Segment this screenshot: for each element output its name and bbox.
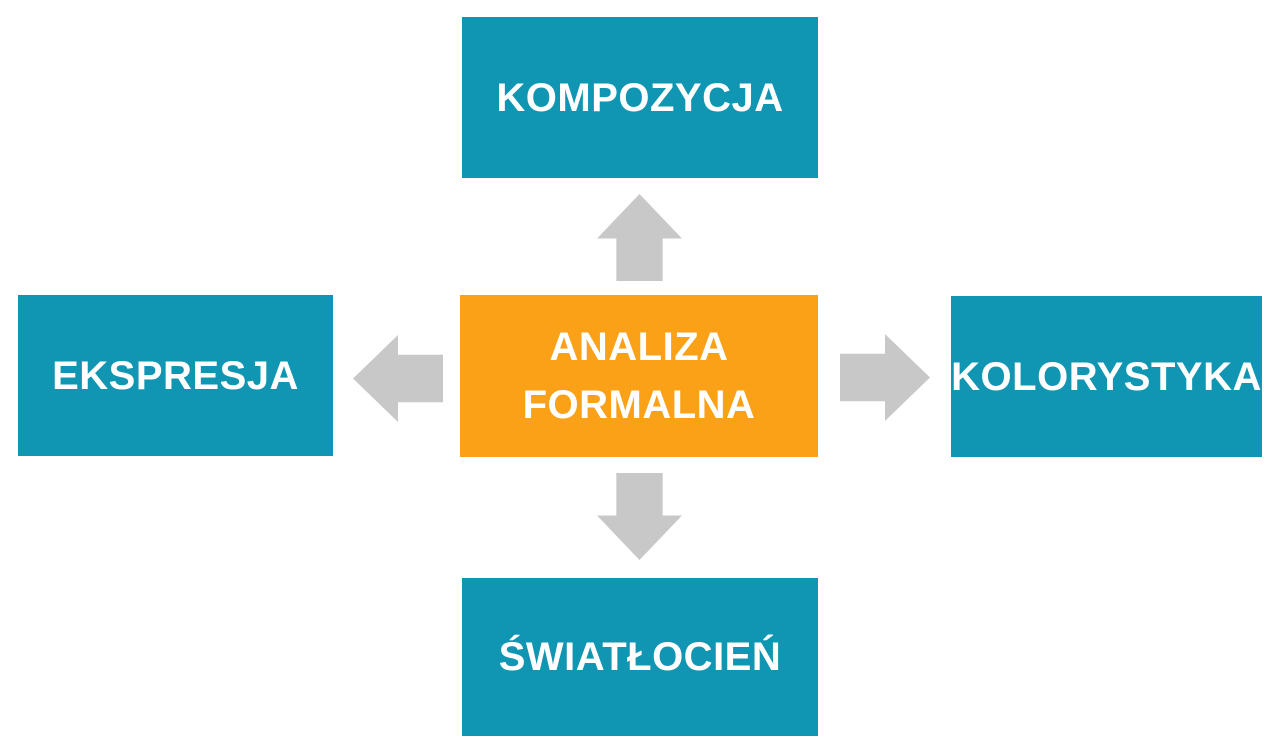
node-kompozycja-label: KOMPOZYCJA — [496, 75, 784, 120]
node-kolorystyka: KOLORYSTYKA — [951, 296, 1262, 457]
right-arrow-icon — [840, 334, 930, 421]
node-ekspresja-label: EKSPRESJA — [52, 353, 299, 398]
left-arrow-icon — [353, 335, 443, 422]
down-arrow-icon — [597, 473, 682, 560]
node-analiza-formalna: ANALIZA FORMALNA — [460, 295, 818, 457]
center-label-line2: FORMALNA — [522, 383, 756, 427]
node-kompozycja: KOMPOZYCJA — [462, 17, 818, 178]
node-ekspresja: EKSPRESJA — [18, 295, 333, 456]
up-arrow-icon — [597, 194, 682, 281]
node-kolorystyka-label: KOLORYSTYKA — [951, 354, 1262, 399]
node-swiatlocien-label: ŚWIATŁOCIEŃ — [498, 635, 782, 679]
center-label-line1: ANALIZA — [549, 325, 729, 369]
node-swiatlocien: ŚWIATŁOCIEŃ — [462, 578, 818, 736]
